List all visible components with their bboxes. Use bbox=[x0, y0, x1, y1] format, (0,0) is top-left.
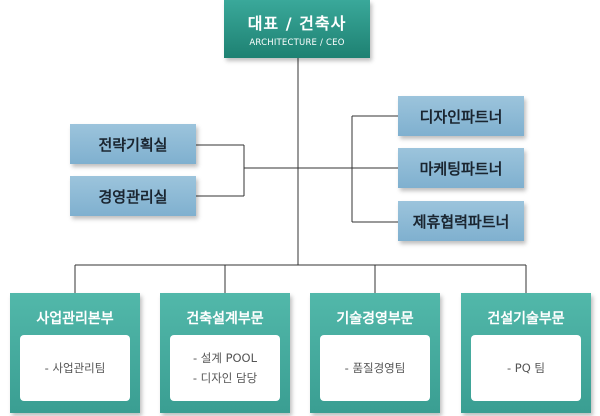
dept-item: - PQ 팀 bbox=[506, 361, 546, 375]
dept-business-management: 사업관리본부 - 사업관리팀 bbox=[10, 293, 140, 413]
dept-item: - 디자인 담당 bbox=[192, 371, 258, 385]
right-box-label: 제휴협력파트너 bbox=[412, 212, 510, 231]
dept-item: - 사업관리팀 bbox=[44, 361, 106, 375]
dept-name: 사업관리본부 bbox=[36, 311, 114, 327]
right-box-partnership: 제휴협력파트너 bbox=[398, 201, 524, 241]
right-box-label: 디자인파트너 bbox=[419, 107, 503, 126]
dept-name: 기술경영부문 bbox=[336, 311, 414, 327]
left-box-strategy: 전략기획실 bbox=[70, 124, 196, 164]
ceo-title: 대표 / 건축사 bbox=[247, 14, 347, 33]
right-box-marketing: 마케팅파트너 bbox=[398, 148, 524, 188]
dept-items: - 품질경영팀 bbox=[320, 335, 430, 401]
left-box-label: 경영관리실 bbox=[98, 187, 168, 206]
right-box-design: 디자인파트너 bbox=[398, 96, 524, 136]
left-box-management: 경영관리실 bbox=[70, 176, 196, 216]
dept-items: - PQ 팀 bbox=[471, 335, 581, 401]
dept-construction-technology: 건설기술부문 - PQ 팀 bbox=[461, 293, 591, 413]
dept-item: - 설계 POOL bbox=[192, 351, 258, 365]
dept-name: 건설기술부문 bbox=[487, 311, 565, 327]
left-box-label: 전략기획실 bbox=[98, 135, 168, 154]
ceo-box: 대표 / 건축사 ARCHITECTURE / CEO bbox=[224, 0, 370, 58]
ceo-subtitle: ARCHITECTURE / CEO bbox=[249, 38, 345, 48]
dept-items: - 설계 POOL - 디자인 담당 bbox=[170, 335, 280, 401]
dept-technology-management: 기술경영부문 - 품질경영팀 bbox=[310, 293, 440, 413]
dept-item: - 품질경영팀 bbox=[344, 361, 406, 375]
dept-name: 건축설계부문 bbox=[186, 311, 264, 327]
dept-architecture-design: 건축설계부문 - 설계 POOL - 디자인 담당 bbox=[160, 293, 290, 413]
right-box-label: 마케팅파트너 bbox=[419, 159, 503, 178]
dept-items: - 사업관리팀 bbox=[20, 335, 130, 401]
